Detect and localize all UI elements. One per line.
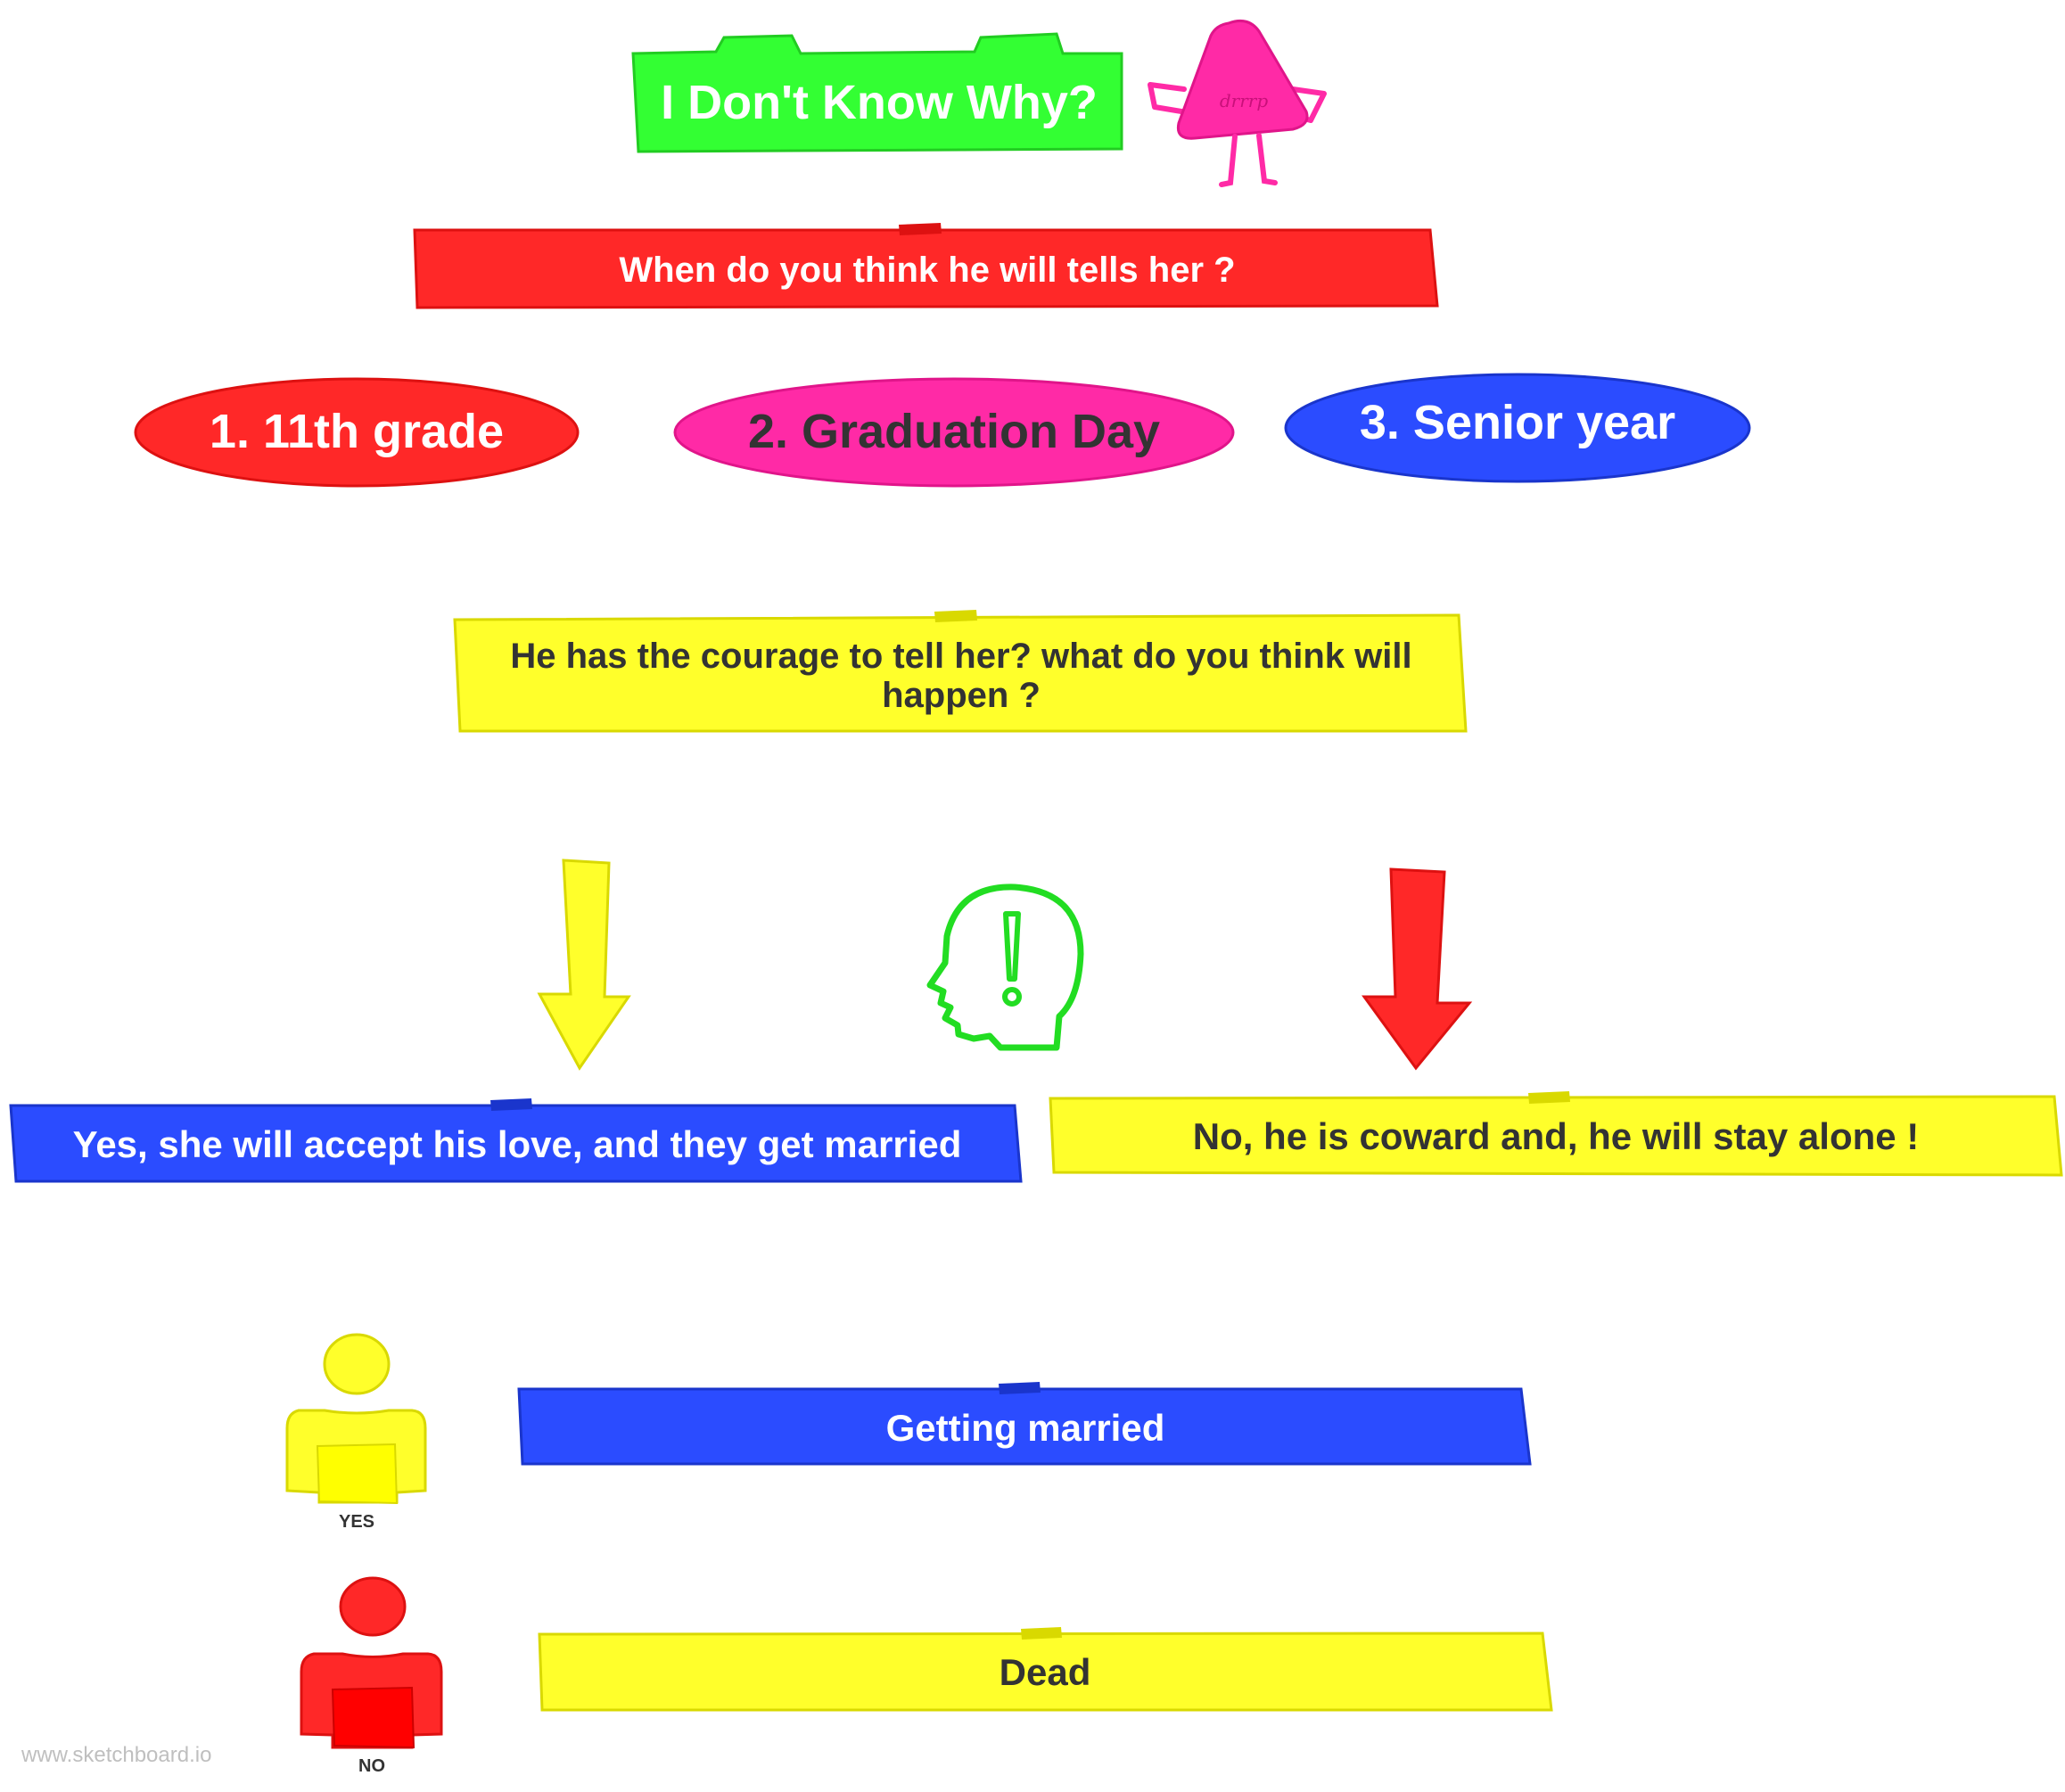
- no-answer-box[interactable]: [1049, 1095, 2063, 1177]
- tape-red: [899, 223, 942, 235]
- tape-yellow-3: [1021, 1627, 1062, 1640]
- yes-person-icon: [285, 1333, 427, 1505]
- no-caption: NO: [358, 1756, 385, 1776]
- yes-answer-box[interactable]: [9, 1104, 1023, 1183]
- triangle-mascot-icon: drrrp: [1148, 20, 1327, 187]
- down-arrow-yes-icon: [537, 859, 631, 1071]
- title-text: I Don't Know Why?: [661, 76, 1098, 130]
- option-ellipse-2[interactable]: [673, 377, 1235, 488]
- mascot-belly-text: drrrp: [1220, 90, 1268, 111]
- no-answer-text: No, he is coward and, he will stay alone…: [1192, 1114, 1920, 1157]
- watermark: www.sketchboard.io: [21, 1743, 212, 1767]
- question-box[interactable]: [413, 228, 1439, 309]
- dead-box[interactable]: [538, 1632, 1553, 1712]
- option-label-2: 2. Graduation Day: [747, 405, 1161, 459]
- tape-yellow-2: [1528, 1091, 1570, 1104]
- dead-text: Dead: [999, 1650, 1091, 1693]
- option-ellipse-1[interactable]: [134, 377, 580, 488]
- option-label-3: 3. Senior year: [1359, 396, 1676, 450]
- no-person-icon: [300, 1576, 443, 1749]
- yes-caption: YES: [338, 1512, 375, 1532]
- courage-text: He has the courage to tell her? what do …: [510, 636, 1412, 715]
- question-text: When do you think he will tells her ?: [619, 251, 1236, 290]
- courage-box[interactable]: [453, 613, 1468, 733]
- tape-blue-1: [490, 1098, 532, 1111]
- title-box[interactable]: [631, 32, 1123, 153]
- getting-married-box[interactable]: [517, 1387, 1532, 1466]
- yes-answer-text: Yes, she will accept his love, and they …: [72, 1122, 962, 1165]
- tape-yellow-1: [934, 610, 977, 622]
- option-label-1: 1. 11th grade: [209, 405, 505, 459]
- getting-married-text: Getting married: [885, 1406, 1165, 1449]
- tape-blue-2: [999, 1382, 1041, 1394]
- head-exclamation-icon: [926, 884, 1084, 1051]
- option-ellipse-3[interactable]: [1284, 373, 1751, 483]
- down-arrow-no-icon: [1362, 867, 1473, 1071]
